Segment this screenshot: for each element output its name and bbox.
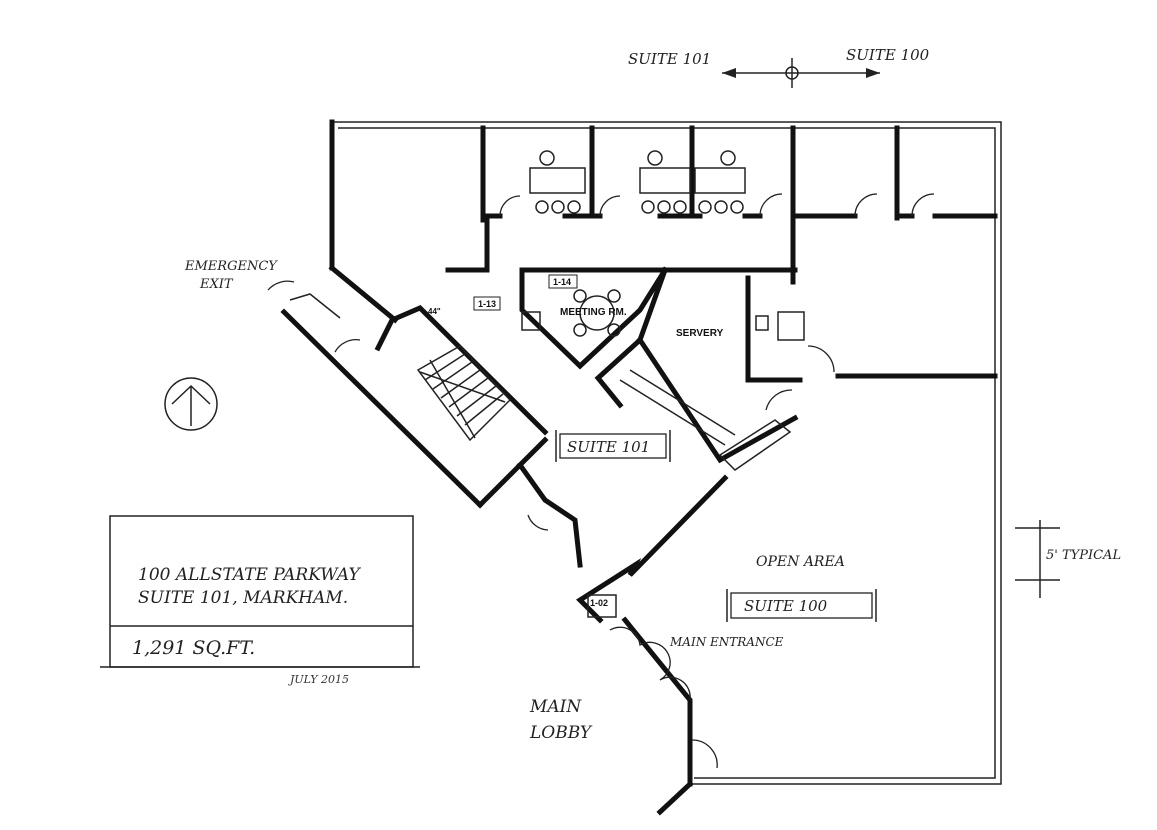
desk-office-1	[529, 167, 586, 194]
title-block: 100 ALLSTATE PARKWAY SUITE 101, MARKHAM.…	[100, 515, 420, 686]
inner-wall-outline	[338, 127, 996, 779]
meeting-table	[579, 295, 615, 331]
door-stair-landing	[334, 339, 361, 353]
suite-101-direction-label: SUITE 101	[628, 50, 711, 68]
area-label: 1,291 SQ.FT.	[132, 637, 255, 659]
main-lobby-label-line1: MAIN	[529, 697, 582, 717]
angled-west-wall	[280, 308, 484, 509]
date-label: JULY 2015	[288, 673, 349, 686]
entrance-wall	[576, 474, 729, 624]
suite-100-label: SUITE 100	[744, 597, 828, 615]
room-102-box	[587, 594, 617, 618]
address-line-1: 100 ALLSTATE PARKWAY	[138, 565, 362, 585]
building-walls	[280, 119, 1002, 816]
suite-101-label: SUITE 101	[567, 438, 650, 456]
door-suite-100	[765, 389, 793, 411]
door-office-5	[911, 193, 935, 217]
main-lobby-label-line2: LOBBY	[529, 723, 593, 743]
entry-counter	[718, 419, 792, 471]
suite-direction-indicator: SUITE 101 SUITE 100	[628, 46, 930, 88]
meeting-room-walls	[519, 266, 669, 370]
stair-outline	[416, 345, 512, 442]
door-main-entrance	[609, 626, 691, 701]
meeting-room-label: MEETING RM.	[560, 307, 627, 318]
emergency-exit-label-line2: EXIT	[199, 277, 234, 292]
open-area-label: OPEN AREA	[756, 554, 845, 570]
room-tag-113: 1-13	[478, 299, 496, 309]
door-office-4	[854, 193, 878, 217]
stairwell	[416, 345, 792, 471]
main-entrance-label: MAIN ENTRANCE	[669, 635, 784, 649]
door-lobby-east	[691, 739, 718, 769]
dimension-44: 44"	[428, 307, 441, 316]
dimension-marker: 5' TYPICAL	[1015, 520, 1121, 598]
servery-appliance	[777, 311, 805, 341]
door-office-1	[499, 195, 521, 217]
door-emergency-exit	[267, 280, 295, 291]
door-east-office	[807, 345, 835, 373]
north-arrow-icon	[164, 377, 218, 431]
doors	[267, 193, 935, 769]
arrow-right-icon	[866, 68, 880, 78]
servery-label: SERVERY	[676, 328, 724, 339]
furniture	[521, 150, 805, 341]
suite-101-box: SUITE 101	[555, 430, 671, 462]
room-tag-114: 1-14	[553, 277, 571, 287]
door-lobby-west	[527, 514, 549, 531]
servery-sink	[755, 315, 769, 331]
door-office-3	[759, 193, 783, 217]
room-tag-102: 1-02	[590, 598, 608, 608]
suite-100-direction-label: SUITE 100	[846, 46, 930, 64]
servery-walls	[594, 266, 669, 409]
emergency-exit-label-line1: EMERGENCY	[184, 259, 278, 274]
desk-office-3	[694, 167, 746, 194]
typical-dimension-label: 5' TYPICAL	[1046, 548, 1121, 563]
door-office-2	[599, 195, 621, 217]
desk-office-2	[639, 167, 691, 194]
outer-wall-outline	[332, 121, 1002, 785]
corridor-counter	[619, 379, 726, 446]
suite-100-box: SUITE 100	[726, 589, 877, 622]
arrow-left-icon	[722, 68, 736, 78]
address-line-2: SUITE 101, MARKHAM.	[138, 588, 348, 608]
